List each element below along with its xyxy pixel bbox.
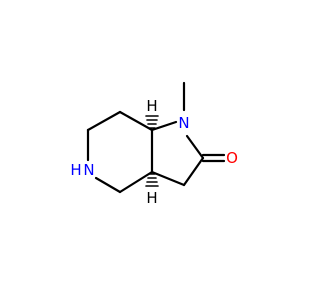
atom-label-n1: N: [178, 114, 189, 132]
bond-c3-c3a: [150, 170, 186, 187]
stereo-hash-bond-c7a: [145, 115, 159, 129]
bond-c7a-n1: [150, 120, 178, 132]
atom-label-h5: H: [70, 161, 81, 179]
atom-label-n5: N: [83, 161, 94, 179]
stereo-hash-bond-c3a: [145, 173, 159, 187]
bond-c7-c6: [86, 110, 122, 132]
bond-c7a-c7: [118, 110, 154, 132]
molecule-drawing: H N O N H H: [70, 81, 238, 207]
bond-c2-c3: [182, 156, 205, 187]
structure-canvas: H N O N H H: [70, 81, 238, 207]
atom-label-o: O: [226, 149, 238, 167]
bond-n5-c4: [94, 176, 122, 194]
atom-label-h7a: H: [146, 97, 157, 115]
bond-n1-c2: [185, 134, 205, 160]
atom-label-h3a: H: [146, 189, 157, 207]
bond-c4-c3a: [118, 170, 154, 194]
